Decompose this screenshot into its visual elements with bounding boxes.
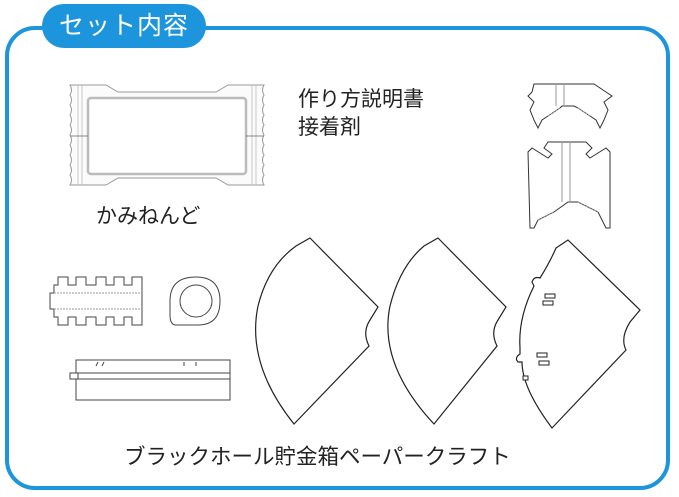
comb-part-icon: [49, 276, 143, 326]
fan-panel-3-icon: [515, 239, 641, 429]
connector-part-bottom-icon: [527, 141, 611, 229]
content-frame: [5, 26, 670, 490]
bar-part-icon: [69, 359, 231, 401]
fan-panel-2-icon: [387, 237, 507, 425]
ring-part-icon: [169, 276, 221, 326]
manual-label: 作り方説明書: [298, 87, 424, 111]
clay-package-icon: [69, 84, 265, 186]
set-contents-badge: セット内容: [42, 4, 206, 48]
connector-part-top-icon: [527, 83, 613, 130]
clay-label: かみねんど: [96, 204, 201, 228]
product-title: ブラックホール貯金箱ペーパークラフト: [124, 445, 511, 470]
manual-glue-label: 作り方説明書 接着剤: [298, 85, 424, 141]
fan-panel-1-icon: [255, 237, 379, 425]
glue-label: 接着剤: [298, 115, 361, 139]
